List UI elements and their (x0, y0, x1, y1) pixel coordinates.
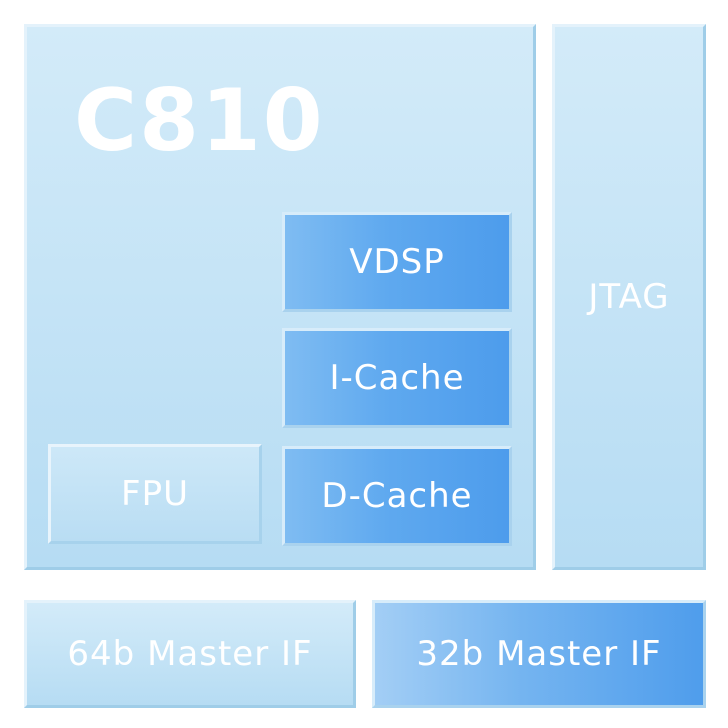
fpu-label: FPU (121, 474, 189, 514)
master-32b-if-label: 32b Master IF (416, 634, 662, 674)
vdsp-block: VDSP (282, 212, 512, 312)
master-32b-if-block: 32b Master IF (372, 600, 706, 708)
master-64b-if-label: 64b Master IF (67, 634, 313, 674)
icache-block: I-Cache (282, 328, 512, 428)
jtag-block: JTAG (552, 24, 706, 570)
icache-label: I-Cache (329, 358, 465, 398)
jtag-label: JTAG (588, 277, 670, 317)
fpu-block: FPU (48, 444, 262, 544)
master-64b-if-block: 64b Master IF (24, 600, 356, 708)
dcache-block: D-Cache (282, 446, 512, 546)
core-title: C810 (74, 71, 325, 171)
dcache-label: D-Cache (321, 476, 473, 516)
vdsp-label: VDSP (349, 242, 445, 282)
